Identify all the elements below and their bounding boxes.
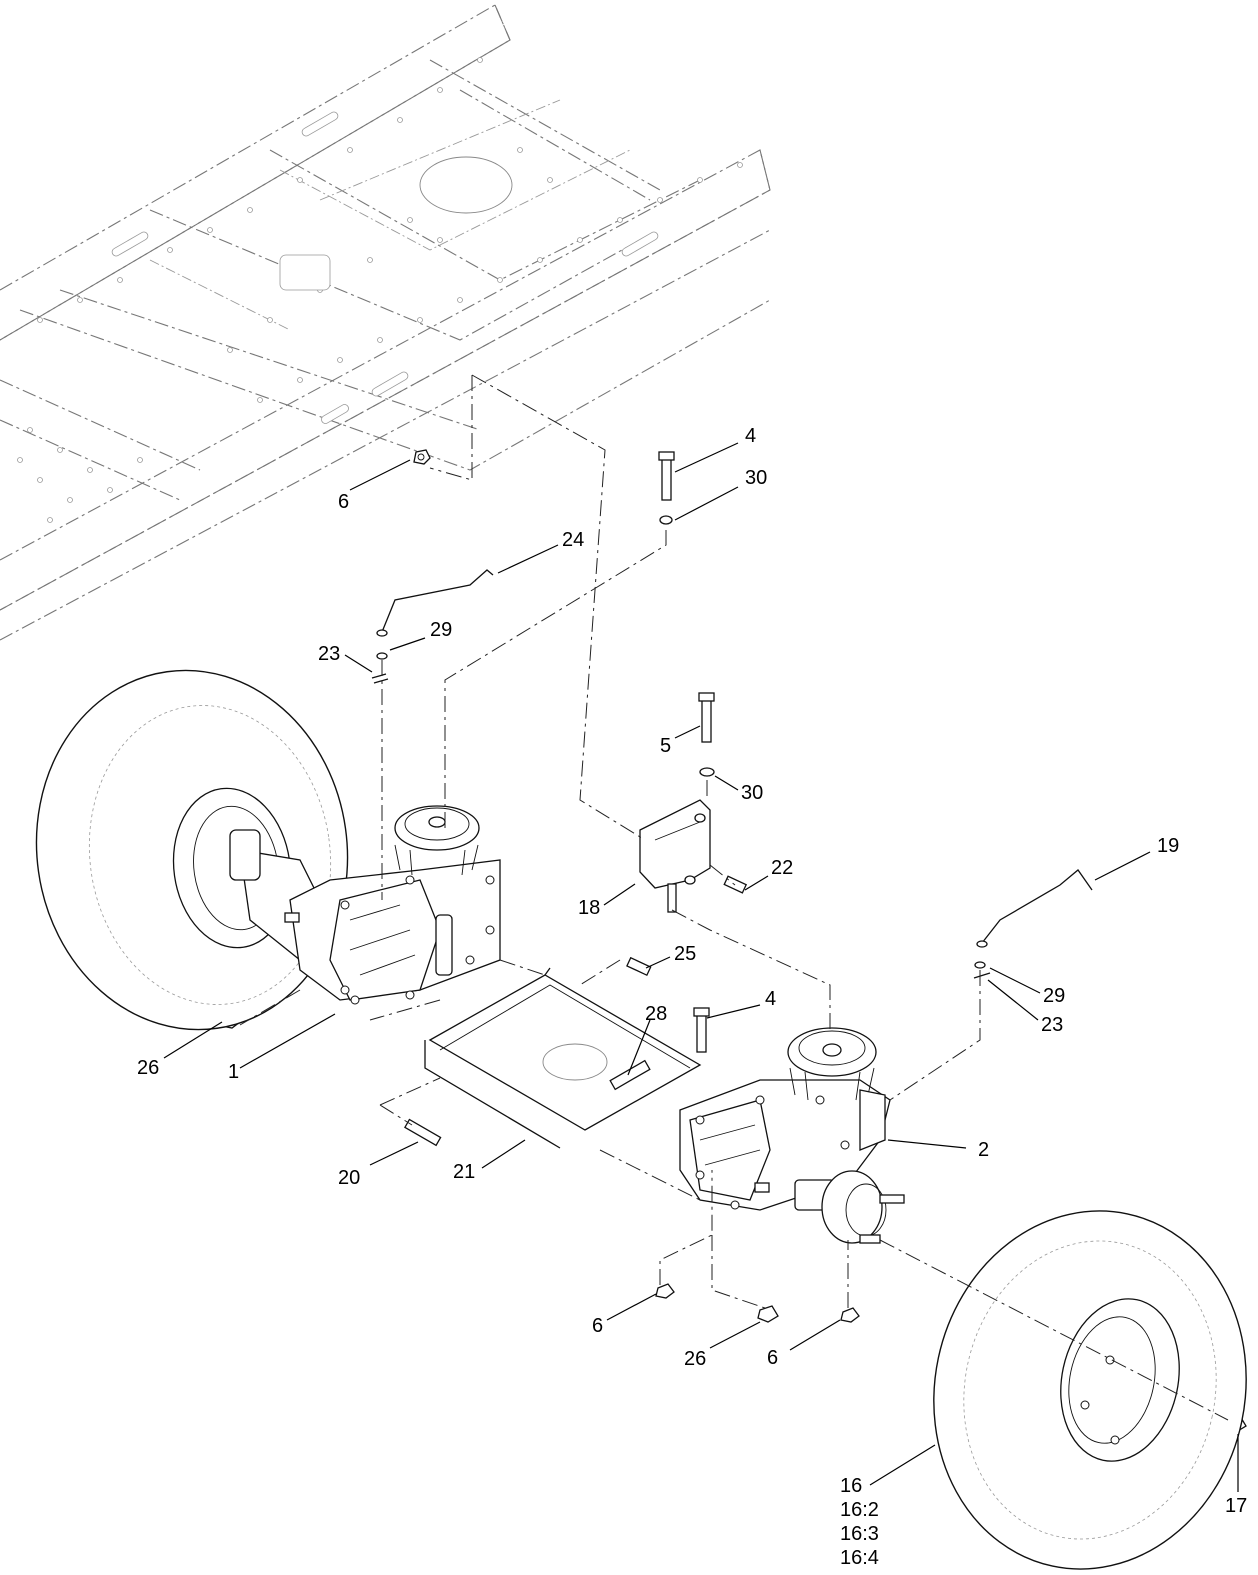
callout-29-right: 29 — [1043, 985, 1065, 1007]
control-rod-24 — [381, 569, 494, 633]
callout-23-left: 23 — [318, 643, 340, 665]
callout-29-left: 29 — [430, 619, 452, 641]
bolt-5 — [698, 692, 715, 743]
rod-28 — [609, 1059, 651, 1091]
callout-20: 20 — [338, 1167, 360, 1189]
washer-30-mid — [699, 767, 715, 777]
callout-30-top: 30 — [745, 467, 767, 489]
bracket-18 — [639, 799, 711, 913]
left-tire — [35, 669, 349, 1031]
callout-24: 24 — [562, 529, 584, 551]
callout-23-right: 23 — [1041, 1014, 1063, 1036]
nut-6-br — [840, 1307, 860, 1323]
callout-25: 25 — [674, 943, 696, 965]
bolt-20 — [404, 1118, 442, 1147]
washer-29-left — [376, 629, 388, 637]
top-washer-30 — [659, 515, 673, 525]
callout-22: 22 — [771, 857, 793, 879]
bolt-4-mid — [693, 1007, 710, 1053]
right-tire-16 — [933, 1210, 1247, 1570]
callout-21: 21 — [453, 1161, 475, 1183]
top-bolt-4 — [658, 451, 675, 501]
callout-16-4: 16:4 — [840, 1547, 879, 1569]
leader-lines — [163, 442, 1239, 1492]
control-rod-19 — [981, 869, 1093, 944]
assembly-lines — [239, 374, 1229, 1421]
bracket-21 — [424, 967, 702, 1149]
callout-4-top: 4 — [745, 425, 756, 447]
callout-labels: 4 30 6 24 29 23 5 30 22 18 19 25 4 28 29… — [137, 425, 1247, 1569]
callout-1: 1 — [228, 1061, 239, 1083]
callout-16-3: 16:3 — [840, 1523, 879, 1545]
nut-26-bottom — [757, 1305, 779, 1323]
callout-6-top: 6 — [338, 491, 349, 513]
clip-23-right — [973, 972, 991, 979]
callout-19: 19 — [1157, 835, 1179, 857]
callout-30-mid: 30 — [741, 782, 763, 804]
callout-26-left: 26 — [137, 1057, 159, 1079]
callout-16-2: 16:2 — [840, 1499, 879, 1521]
callout-16: 16 — [840, 1475, 862, 1497]
callout-5: 5 — [660, 735, 671, 757]
top-nut-6 — [413, 449, 431, 465]
callout-17: 17 — [1225, 1495, 1247, 1517]
callout-2: 2 — [978, 1139, 989, 1161]
transaxle-1 — [229, 805, 501, 1005]
frame-hole — [419, 156, 513, 214]
callout-28: 28 — [645, 1003, 667, 1025]
transaxle-2 — [679, 1027, 905, 1244]
chassis-frame — [0, 4, 771, 641]
callout-6-br: 6 — [767, 1347, 778, 1369]
callout-6-bl: 6 — [592, 1315, 603, 1337]
nut-6-bl — [655, 1283, 675, 1299]
pin-25 — [626, 956, 652, 977]
callout-26-bottom: 26 — [684, 1348, 706, 1370]
callout-18: 18 — [578, 897, 600, 919]
callout-4-mid: 4 — [765, 988, 776, 1010]
washer-29-right — [976, 940, 988, 948]
clip-23-left — [371, 673, 389, 684]
